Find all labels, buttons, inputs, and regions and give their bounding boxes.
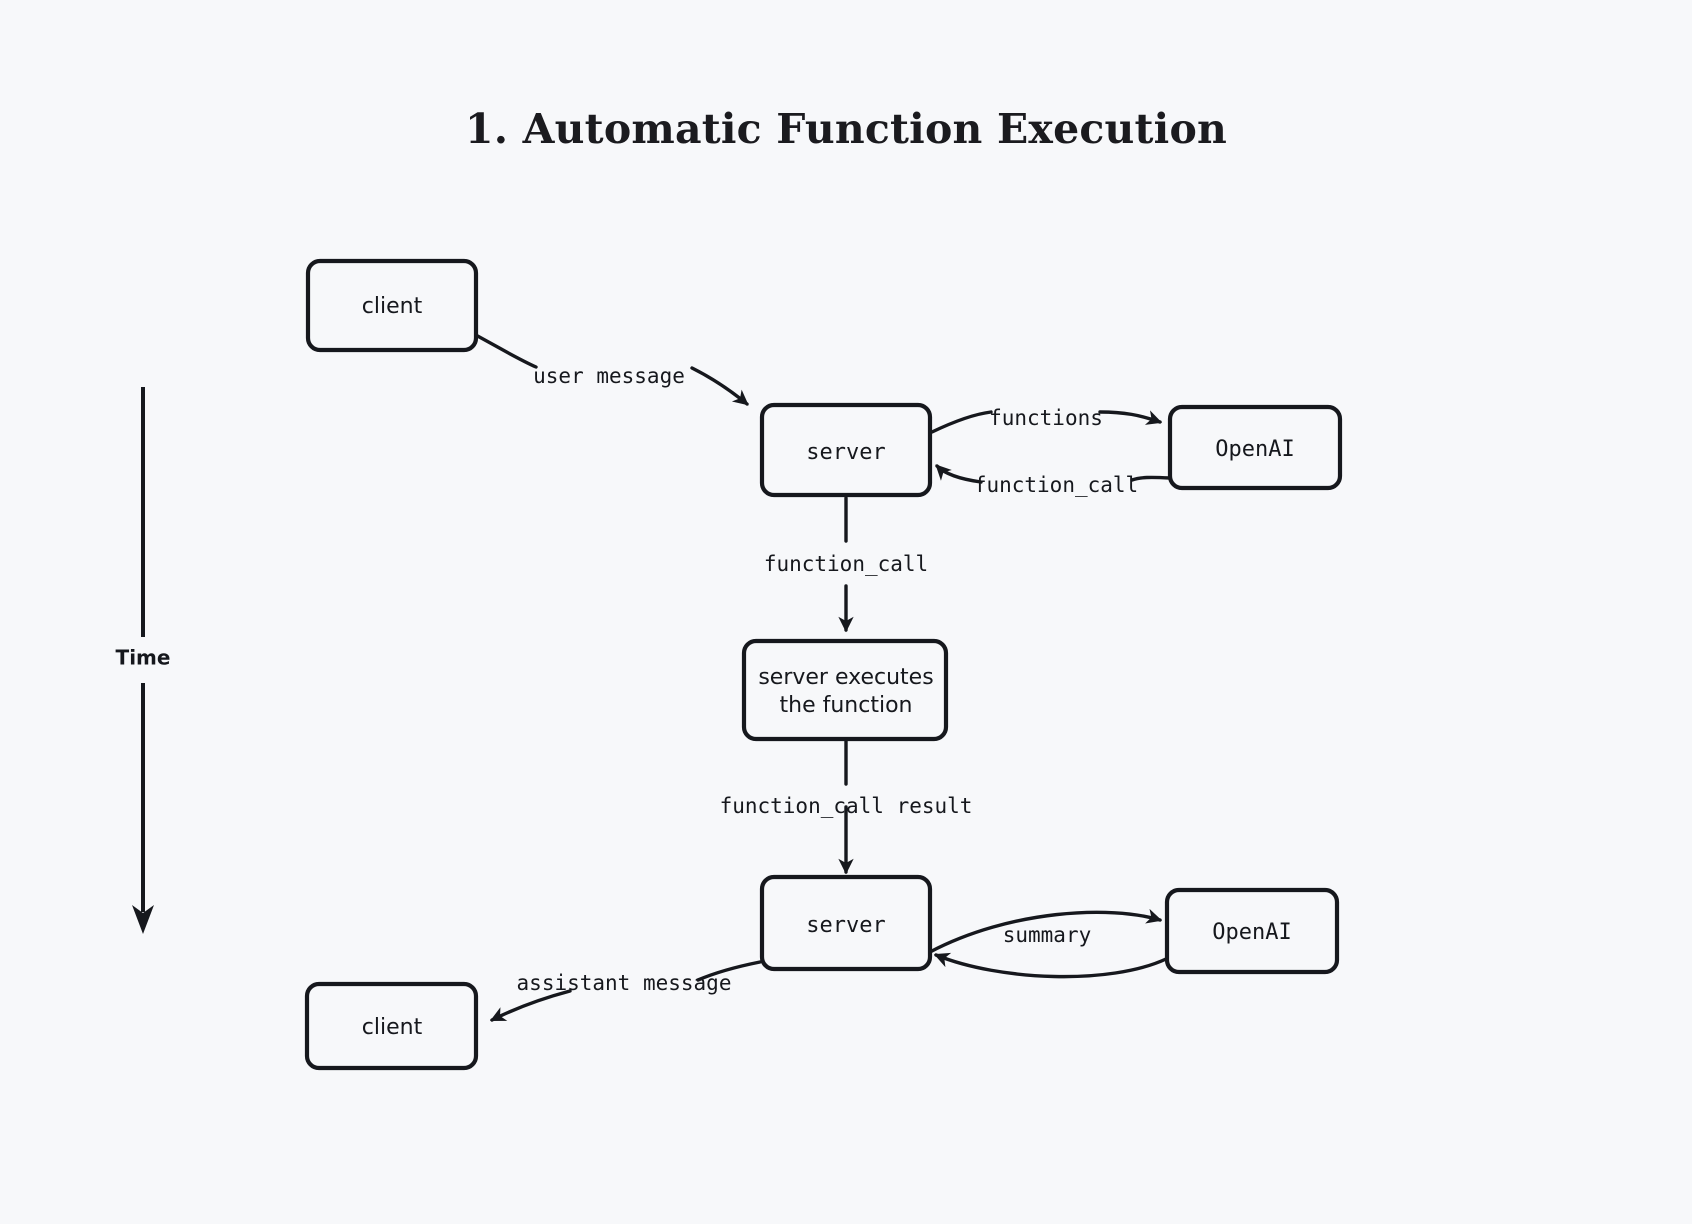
node-server-executes-label-line1: server executes bbox=[758, 665, 933, 690]
edge-label-function-call-result: function_call result bbox=[720, 794, 973, 818]
edge-summary-request: summary bbox=[928, 908, 1163, 954]
edge-summary-response-path bbox=[933, 952, 1168, 979]
edge-function-call-reply: function_call bbox=[935, 464, 1172, 497]
edge-functions: functions bbox=[930, 406, 1163, 434]
edge-label-function-call-reply: function_call bbox=[974, 473, 1138, 497]
node-server-top[interactable]: server bbox=[759, 402, 933, 498]
edge-function-call-down: function_call bbox=[764, 496, 928, 633]
edge-functions-seg2 bbox=[1098, 410, 1163, 425]
edge-label-assistant-message: assistant message bbox=[517, 971, 732, 995]
edge-assistant-message-seg2 bbox=[490, 989, 572, 1022]
edge-function-call-reply-seg2 bbox=[935, 464, 983, 484]
time-axis: Time bbox=[116, 387, 171, 934]
node-client-top-label: client bbox=[362, 294, 423, 319]
edge-label-function-call-down: function_call bbox=[764, 552, 928, 576]
node-server-bottom-label: server bbox=[806, 913, 885, 938]
page-title: 1. Automatic Function Execution bbox=[464, 105, 1228, 153]
node-client-bottom-label: client bbox=[362, 1015, 423, 1040]
edge-functions-seg1 bbox=[930, 410, 993, 434]
node-server-executes[interactable]: server executes the function bbox=[741, 638, 949, 742]
node-client-top[interactable]: client bbox=[305, 258, 479, 353]
edge-user-message: user message bbox=[470, 331, 749, 406]
edge-function-call-result: function_call result bbox=[720, 739, 973, 875]
edge-function-call-reply-seg1 bbox=[1130, 475, 1172, 482]
edge-summary-response bbox=[933, 952, 1168, 979]
edge-user-message-seg1 bbox=[470, 331, 538, 369]
node-server-bottom[interactable]: server bbox=[759, 874, 933, 972]
edge-label-summary: summary bbox=[1003, 923, 1092, 947]
edge-user-message-seg2 bbox=[690, 366, 749, 406]
time-axis-arrowhead bbox=[132, 905, 154, 934]
time-axis-label: Time bbox=[116, 646, 171, 670]
node-openai-top-label: OpenAI bbox=[1215, 437, 1294, 462]
edge-summary-request-path bbox=[928, 908, 1163, 954]
node-server-executes-label-line2: the function bbox=[780, 693, 913, 718]
node-openai-bottom[interactable]: OpenAI bbox=[1164, 887, 1340, 975]
node-server-top-label: server bbox=[806, 440, 885, 465]
node-openai-bottom-label: OpenAI bbox=[1212, 920, 1291, 945]
edge-assistant-message: assistant message bbox=[490, 960, 762, 1022]
node-openai-top[interactable]: OpenAI bbox=[1167, 404, 1343, 491]
node-client-bottom[interactable]: client bbox=[304, 981, 479, 1071]
edge-assistant-message-seg1 bbox=[696, 960, 762, 982]
edge-label-functions: functions bbox=[989, 406, 1103, 430]
edge-label-user-message: user message bbox=[533, 364, 685, 388]
